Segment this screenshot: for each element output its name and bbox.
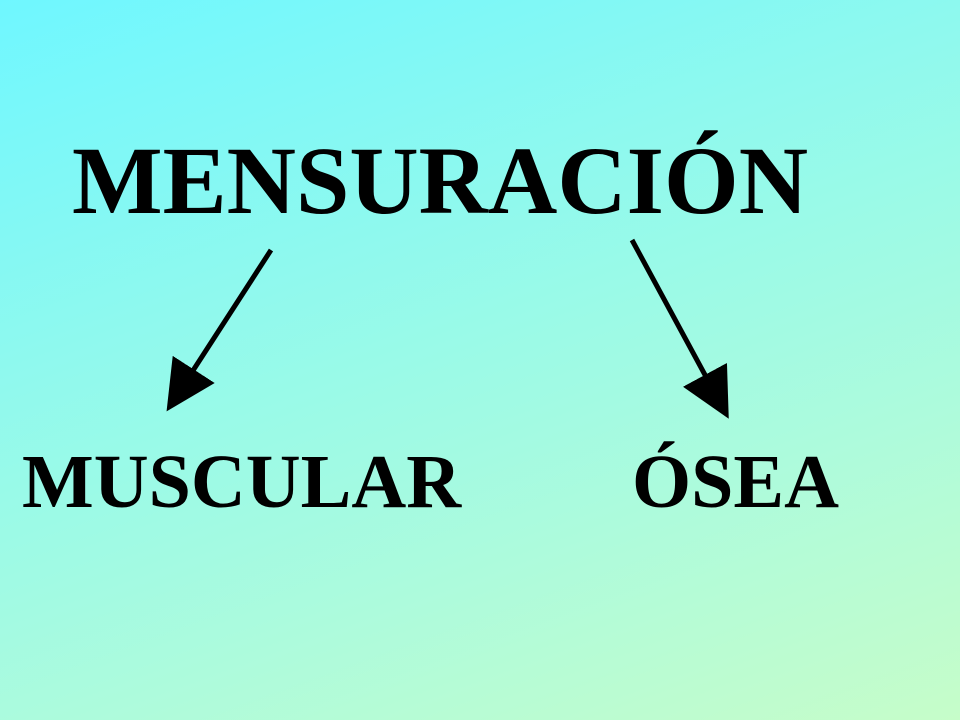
arrow-to-osea [629, 238, 729, 419]
branch-osea: ÓSEA [632, 440, 839, 524]
arrow-to-muscular [166, 248, 274, 412]
diagram-title: MENSURACIÓN [71, 127, 809, 234]
branch-muscular: MUSCULAR [22, 440, 462, 524]
